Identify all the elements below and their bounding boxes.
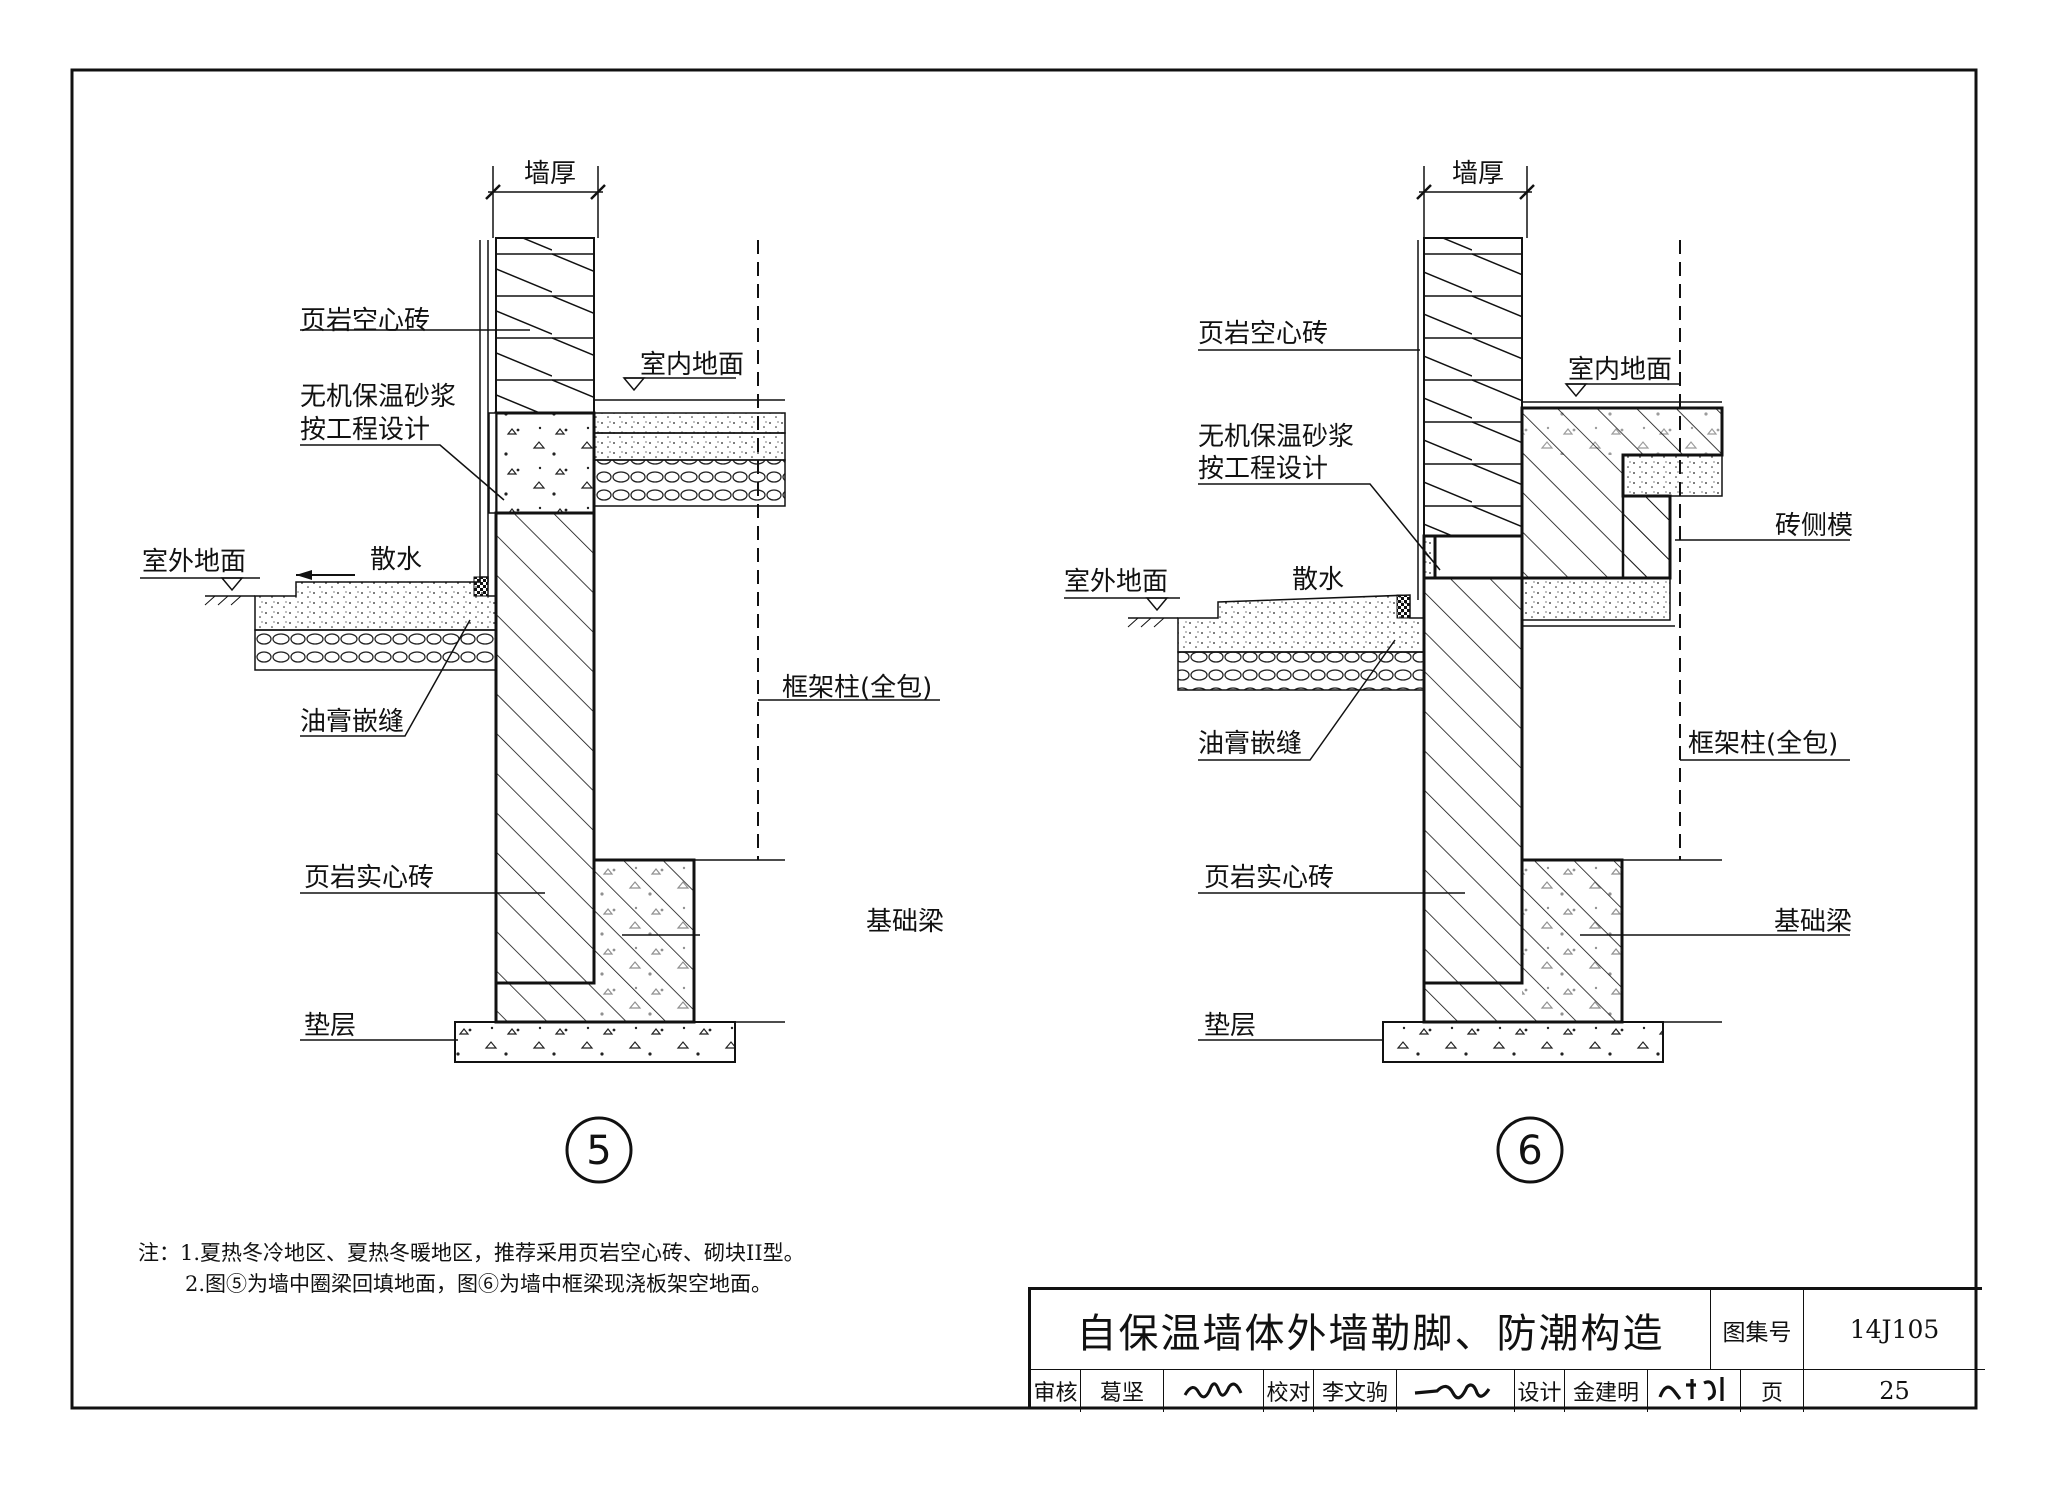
note-line-2: 2.图⑤为墙中圈梁回填地面，图⑥为墙中框梁现浇板架空地面。 [185, 1272, 773, 1296]
label-solid-brick: 页岩实心砖 [304, 863, 434, 893]
dim-wall-thickness-label: 墙厚 [1452, 159, 1504, 189]
detail-5: 墙厚 [140, 159, 944, 1184]
label-per-design: 按工程设计 [300, 415, 430, 445]
apron-layers [1127, 594, 1425, 691]
brick-side-formwork [1621, 494, 1672, 580]
detail-number-circle [1496, 1116, 1564, 1184]
detail-number: 5 [586, 1128, 611, 1174]
cushion-layer [1382, 1021, 1664, 1063]
sheet-border [70, 68, 1978, 1410]
hollow-brick-wall [1423, 237, 1523, 537]
label-apron: 散水 [1292, 565, 1344, 595]
notes: 注：1.夏热冬冷地区、夏热冬暖地区，推荐采用页岩空心砖、砌块II型。 2.图⑤为… [138, 1238, 805, 1300]
label-asphalt-joint: 油膏嵌缝 [300, 707, 404, 737]
check-label: 校对 [1264, 1370, 1314, 1412]
subgrade-layer [1521, 577, 1671, 621]
label-frame-column: 框架柱(全包) [782, 673, 932, 703]
designer-signature [1648, 1370, 1741, 1412]
note-line-1: 注：1.夏热冬冷地区、夏热冬暖地区，推荐采用页岩空心砖、砌块II型。 [138, 1241, 805, 1265]
label-foundation-beam: 基础梁 [866, 907, 944, 937]
apron-layers [204, 576, 497, 671]
design-label: 设计 [1515, 1370, 1565, 1412]
title-block: 自保温墙体外墙勒脚、防潮构造 图集号 14J105 审核 葛坚 校对 李文驹 设… [1028, 1287, 1985, 1412]
solid-brick-wall [494, 511, 596, 985]
insulation-mortar-strip [488, 412, 497, 514]
label-indoor-floor: 室内地面 [640, 350, 744, 380]
solid-brick-wall [1422, 576, 1524, 985]
wall-thickness-dimension [1416, 166, 1535, 238]
detail-number-circle [565, 1116, 633, 1184]
foundation-beam-aggregate [594, 860, 694, 1022]
indoor-floor-layers [593, 399, 786, 507]
checker-signature [1397, 1370, 1515, 1412]
label-hollow-brick: 页岩空心砖 [300, 306, 430, 336]
hollow-brick-wall [495, 237, 595, 414]
reviewer-name: 葛坚 [1081, 1370, 1164, 1412]
label-insulation-mortar: 无机保温砂浆 [1198, 422, 1354, 452]
label-solid-brick: 页岩实心砖 [1204, 863, 1334, 893]
label-frame-column: 框架柱(全包) [1688, 729, 1838, 759]
label-asphalt-joint: 油膏嵌缝 [1198, 729, 1302, 759]
page-label: 页 [1741, 1370, 1804, 1412]
cushion-layer [454, 1021, 736, 1063]
designer-name: 金建明 [1565, 1370, 1648, 1412]
page-number: 25 [1879, 1377, 1910, 1405]
detail-number: 6 [1517, 1128, 1542, 1174]
slab-screed [1622, 454, 1723, 497]
ring-beam [494, 411, 596, 515]
label-hollow-brick: 页岩空心砖 [1198, 319, 1328, 349]
review-label: 审核 [1031, 1370, 1081, 1412]
atlas-label: 图集号 [1711, 1290, 1804, 1370]
label-per-design: 按工程设计 [1198, 454, 1328, 484]
label-cushion: 垫层 [1204, 1011, 1256, 1041]
drawing-title: 自保温墙体外墙勒脚、防潮构造 [1031, 1290, 1711, 1370]
label-cushion: 垫层 [304, 1011, 356, 1041]
detail-6: 墙厚 [1064, 159, 1853, 1184]
label-apron: 散水 [370, 545, 422, 575]
label-foundation-beam: 基础梁 [1774, 907, 1852, 937]
wall-thickness-dimension [485, 166, 606, 238]
reviewer-signature [1164, 1370, 1264, 1412]
label-brick-formwork: 砖侧模 [1775, 511, 1853, 541]
label-outdoor-ground: 室外地面 [142, 547, 246, 577]
checker-name: 李文驹 [1314, 1370, 1397, 1412]
dim-wall-thickness-label: 墙厚 [524, 159, 576, 189]
label-insulation-mortar: 无机保温砂浆 [300, 382, 456, 412]
label-indoor-floor: 室内地面 [1568, 355, 1672, 385]
label-outdoor-ground: 室外地面 [1064, 567, 1168, 597]
atlas-number: 14J105 [1804, 1290, 1985, 1370]
